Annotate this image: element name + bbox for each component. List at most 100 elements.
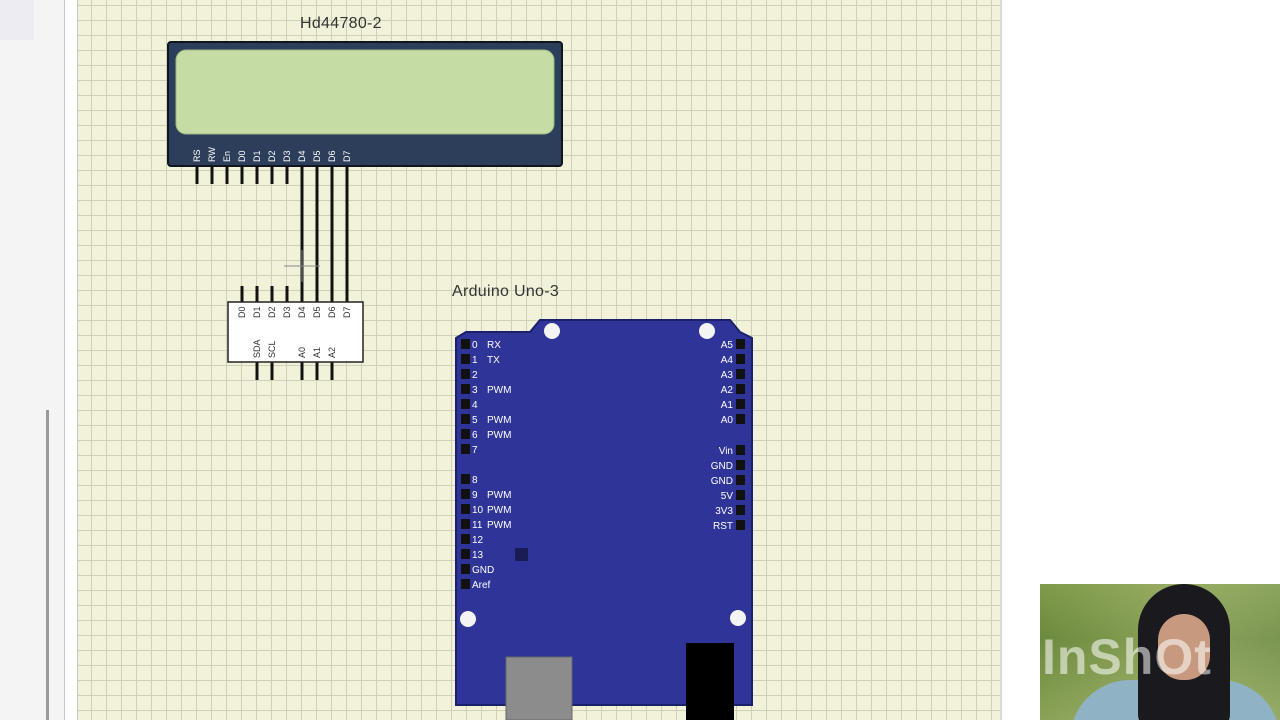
arduino-pin-label: 5 xyxy=(472,415,478,426)
chip-top-pin-label: D2 xyxy=(267,306,277,318)
lcd-pin-legs xyxy=(195,166,349,184)
arduino-pin-label: GND xyxy=(711,461,733,472)
chip-top-pin[interactable] xyxy=(270,286,274,302)
chip-top-pin-label: D5 xyxy=(312,306,322,318)
crosshair-cursor-icon xyxy=(284,250,320,282)
lcd-pin[interactable] xyxy=(195,166,199,184)
arduino-pin[interactable] xyxy=(461,534,470,544)
lcd-pin-label: D7 xyxy=(342,150,352,162)
chip-top-pin[interactable] xyxy=(300,286,304,302)
arduino-pin-label: 0 xyxy=(472,340,478,351)
arduino-pin[interactable] xyxy=(736,339,745,349)
chip-top-pin[interactable] xyxy=(315,286,319,302)
inshot-watermark: InShOt xyxy=(1042,629,1212,685)
lcd-pin[interactable] xyxy=(240,166,244,184)
left-panel xyxy=(0,0,64,720)
arduino-pin[interactable] xyxy=(736,460,745,470)
arduino-pin[interactable] xyxy=(461,399,470,409)
lcd-pin[interactable] xyxy=(270,166,274,184)
chip-top-pin[interactable] xyxy=(255,286,259,302)
chip-bottom-pin[interactable] xyxy=(330,362,334,380)
arduino-pin-label: Vin xyxy=(719,446,733,457)
arduino-pin[interactable] xyxy=(461,369,470,379)
chip-bottom-pin[interactable] xyxy=(300,362,304,380)
arduino-pin[interactable] xyxy=(461,444,470,454)
arduino-pin-label: 8 xyxy=(472,475,478,486)
chip-top-pin[interactable] xyxy=(345,286,349,302)
arduino-pin[interactable] xyxy=(736,445,745,455)
chip-bottom-pin[interactable] xyxy=(315,362,319,380)
arduino-pin[interactable] xyxy=(461,519,470,529)
arduino-pin-label: 13 xyxy=(472,550,484,561)
led-indicator xyxy=(515,548,528,561)
arduino-pin-function: TX xyxy=(487,355,500,366)
lcd-pin-label: D1 xyxy=(252,150,262,162)
arduino-pin-label: A0 xyxy=(721,415,734,426)
arduino-pin[interactable] xyxy=(461,339,470,349)
lcd-pin[interactable] xyxy=(285,166,289,184)
arduino-pin-function: PWM xyxy=(487,430,511,441)
chip-top-pin-label: D6 xyxy=(327,306,337,318)
arduino-pin[interactable] xyxy=(461,564,470,574)
lcd-pin[interactable] xyxy=(225,166,229,184)
arduino-pin-label: 1 xyxy=(472,355,478,366)
arduino-pin-label: 10 xyxy=(472,505,484,516)
lcd-pin[interactable] xyxy=(255,166,259,184)
chip-top-pin-label: D3 xyxy=(282,306,292,318)
arduino-pin-label: 3 xyxy=(472,385,478,396)
arduino-pin-label: Aref xyxy=(472,580,491,591)
chip-bottom-pin[interactable] xyxy=(270,362,274,380)
arduino-pin-label: 5V xyxy=(721,491,734,502)
mount-hole-icon xyxy=(699,323,715,339)
wires[interactable] xyxy=(300,166,349,302)
arduino-pin-function: PWM xyxy=(487,415,511,426)
arduino-pin-label: 9 xyxy=(472,490,478,501)
chip-bottom-pin-label: A2 xyxy=(327,347,337,358)
arduino-pin-function: PWM xyxy=(487,385,511,396)
arduino-pin-label: 6 xyxy=(472,430,478,441)
arduino-pin-function: PWM xyxy=(487,520,511,531)
lcd-pin-label: D4 xyxy=(297,150,307,162)
arduino-pin[interactable] xyxy=(736,399,745,409)
lcd-pin-label: RW xyxy=(207,147,217,162)
chip-top-pin-label: D0 xyxy=(237,306,247,318)
chip-top-pin[interactable] xyxy=(240,286,244,302)
arduino-pin[interactable] xyxy=(461,384,470,394)
arduino-pin[interactable] xyxy=(736,505,745,515)
mount-hole-icon xyxy=(730,610,746,626)
arduino-pin[interactable] xyxy=(461,504,470,514)
arduino-pin-label: A4 xyxy=(721,355,734,366)
lcd-pin[interactable] xyxy=(210,166,214,184)
panel-scrollbar[interactable] xyxy=(46,410,49,720)
arduino-pin[interactable] xyxy=(736,490,745,500)
person-face xyxy=(1158,614,1210,680)
arduino-pin[interactable] xyxy=(736,384,745,394)
arduino-pin[interactable] xyxy=(736,369,745,379)
arduino-pin[interactable] xyxy=(736,475,745,485)
lcd-pin-label: D2 xyxy=(267,150,277,162)
arduino-pin-label: RST xyxy=(713,521,733,532)
arduino-pin[interactable] xyxy=(736,354,745,364)
chip-top-pin[interactable] xyxy=(285,286,289,302)
arduino-pin[interactable] xyxy=(736,520,745,530)
chip-bottom-pin[interactable] xyxy=(255,362,259,380)
chip-top-pin-label: D7 xyxy=(342,306,352,318)
arduino-pin[interactable] xyxy=(461,474,470,484)
arduino-pin[interactable] xyxy=(461,354,470,364)
arduino-pin[interactable] xyxy=(461,414,470,424)
arduino-pin[interactable] xyxy=(461,429,470,439)
arduino-pin[interactable] xyxy=(461,489,470,499)
chip-top-pin[interactable] xyxy=(330,286,334,302)
arduino-pin[interactable] xyxy=(461,549,470,559)
panel-tab[interactable] xyxy=(0,0,34,40)
arduino-pin[interactable] xyxy=(736,414,745,424)
chip-top-legs xyxy=(240,286,349,302)
lcd-pin-label: RS xyxy=(192,149,202,162)
arduino-pin[interactable] xyxy=(461,579,470,589)
